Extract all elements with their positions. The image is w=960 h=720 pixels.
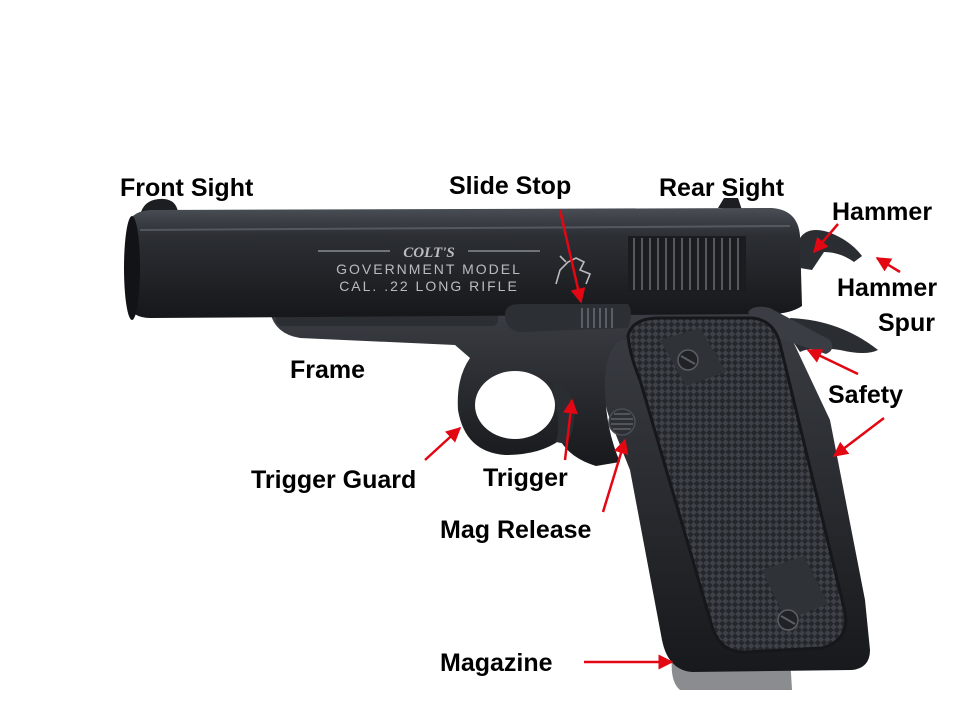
slide-engraving: COLT'S GOVERNMENT MODEL CAL. .22 LONG RI… xyxy=(318,245,540,294)
callout-arrows xyxy=(424,209,901,670)
hammer-part xyxy=(800,230,862,270)
label-trigger: Trigger xyxy=(483,464,568,492)
engraving-model: GOVERNMENT MODEL xyxy=(336,261,522,277)
label-frame: Frame xyxy=(290,356,366,384)
grip-screw-upper xyxy=(677,349,699,371)
thumb-safety xyxy=(748,306,833,354)
label-hammer: Hammer xyxy=(832,198,933,226)
slide-stop-grooves xyxy=(581,308,613,328)
rampant-colt-logo xyxy=(555,255,592,285)
label-hammer-spur-line1: Hammer xyxy=(837,274,938,302)
grip-screw-lower xyxy=(777,609,799,631)
label-magazine: Magazine xyxy=(440,649,553,677)
slide-highlight xyxy=(139,225,791,231)
arrow-trigger-guard xyxy=(424,426,462,461)
arrow-hammer-spur xyxy=(875,256,901,274)
arrow-slide-stop xyxy=(558,209,586,304)
engraving-caliber: CAL. .22 LONG RIFLE xyxy=(339,278,519,294)
arrow-trigger xyxy=(562,398,578,461)
front-sight-part xyxy=(141,198,178,212)
label-safety: Safety xyxy=(828,381,904,409)
label-trigger-guard: Trigger Guard xyxy=(251,466,417,494)
arrow-safety xyxy=(806,348,859,376)
arrow-mag-release xyxy=(601,438,629,513)
arrow-hammer xyxy=(813,223,839,254)
pistol-illustration: COLT'S GOVERNMENT MODEL CAL. .22 LONG RI… xyxy=(124,198,878,690)
label-mag-release: Mag Release xyxy=(440,516,592,544)
label-front-sight: Front Sight xyxy=(120,174,254,202)
label-hammer-spur-line2: Spur xyxy=(878,309,935,337)
slide-serrations xyxy=(628,236,746,292)
label-slide-stop: Slide Stop xyxy=(449,172,572,200)
grip-diamond-lower xyxy=(762,556,828,620)
mag-release-button xyxy=(608,408,636,436)
rear-sight-part xyxy=(718,198,742,210)
trigger-guard-opening xyxy=(475,371,555,439)
engraving-colts: COLT'S xyxy=(403,245,454,261)
muzzle xyxy=(124,216,140,320)
arrow-grip-safety xyxy=(832,417,885,457)
label-rear-sight: Rear Sight xyxy=(659,174,785,202)
